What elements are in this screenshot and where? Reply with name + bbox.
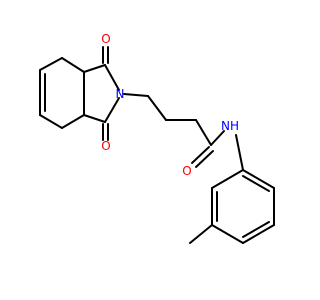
bond — [195, 119, 212, 146]
bond — [123, 93, 149, 97]
bond — [104, 97, 120, 123]
atom-labels: O N O NH O — [101, 32, 239, 178]
bond — [235, 134, 244, 171]
bond — [104, 64, 120, 91]
bond — [211, 224, 244, 244]
bond-amide-carbonyl — [195, 150, 214, 168]
oxygen-label-amide: O — [182, 164, 191, 178]
bond — [147, 95, 167, 121]
bond — [211, 169, 244, 189]
bond-lines — [39, 46, 275, 244]
bond — [242, 224, 275, 244]
bond — [61, 114, 85, 129]
molecule-structure-diagram: O N O NH O — [39, 32, 275, 244]
bond-amide-carbonyl — [191, 146, 210, 164]
bond-aromatic-inner — [242, 221, 270, 238]
oxygen-label-bottom: O — [101, 139, 110, 153]
oxygen-label-top: O — [101, 32, 110, 46]
bond — [83, 64, 106, 73]
bond — [61, 57, 85, 73]
nitrogen-label-amide: NH — [221, 119, 239, 133]
bond — [242, 169, 275, 189]
nitrogen-label-imide: N — [116, 87, 125, 101]
bond-methyl — [189, 224, 213, 244]
bond — [83, 114, 106, 123]
bond — [39, 114, 63, 129]
bond — [39, 57, 63, 71]
bond — [210, 130, 225, 146]
bond-aromatic-inner — [242, 175, 270, 192]
